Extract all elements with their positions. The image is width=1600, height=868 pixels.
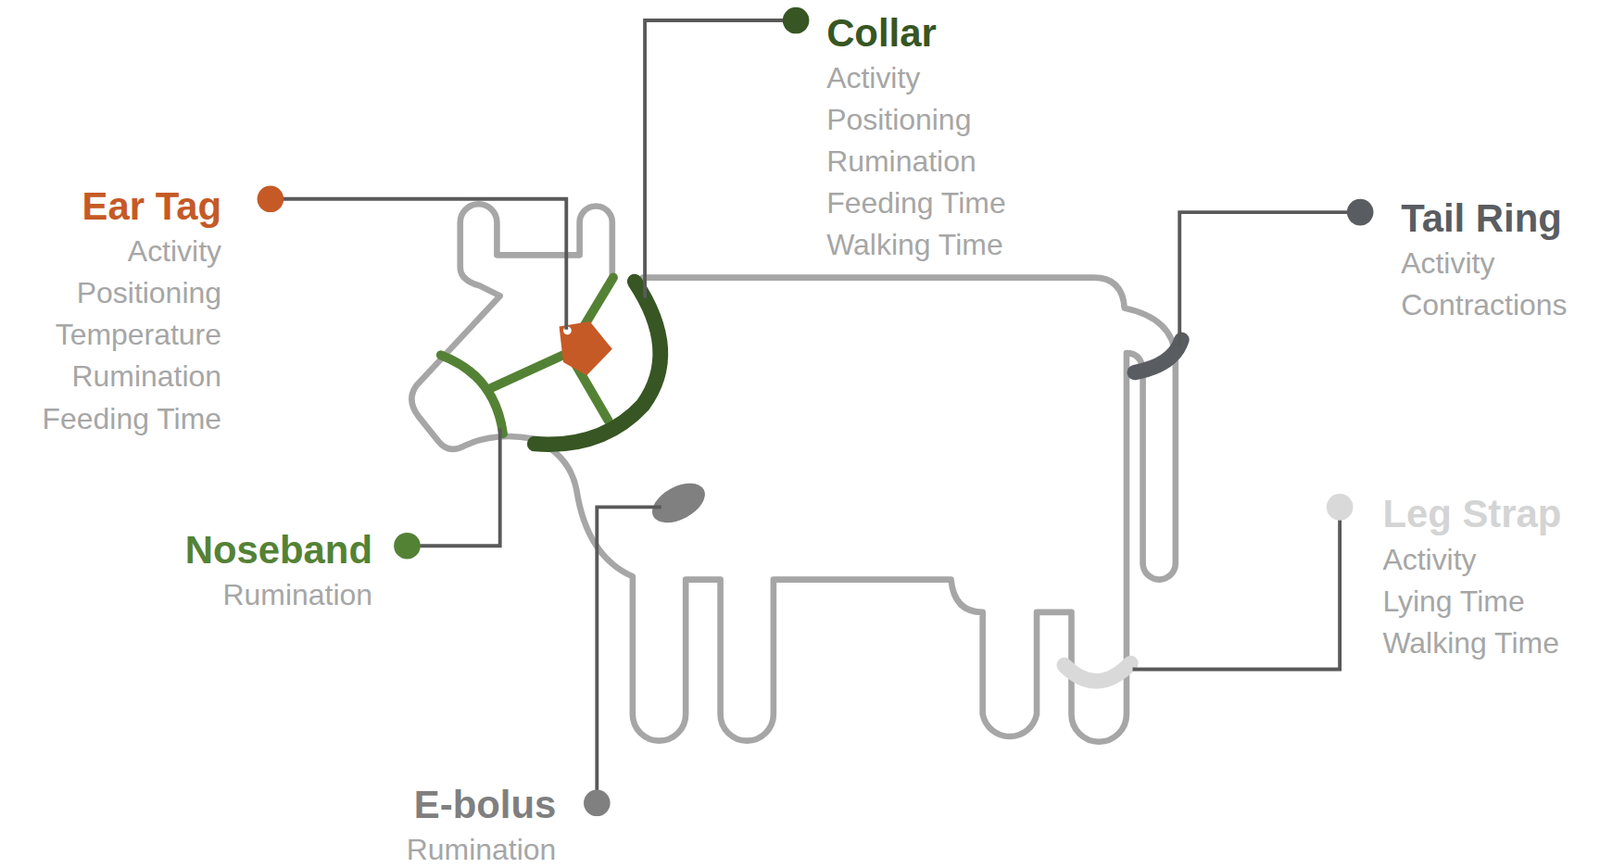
leader-dot — [782, 7, 810, 35]
leader-dot — [257, 185, 285, 213]
callout-heading: Ear Tag — [82, 186, 222, 226]
sensor-metric: Rumination — [826, 147, 977, 177]
leader-line — [406, 428, 500, 547]
sensor-metric: Activity — [1382, 545, 1476, 576]
noseband-strap — [440, 277, 614, 435]
sensor-metric: Walking Time — [1382, 629, 1560, 659]
leader-line — [596, 506, 661, 803]
sensor-metric: Positioning — [76, 278, 222, 309]
sensor-metric: Rumination — [71, 362, 222, 392]
sensor-metric: Feeding Time — [826, 188, 1007, 219]
sensor-metric: Rumination — [406, 836, 557, 867]
cow-body-outline — [532, 277, 1176, 743]
sensor-metric: Temperature — [55, 320, 222, 351]
sensor-metric: Lying Time — [1382, 587, 1525, 618]
sensor-metric: Activity — [1400, 249, 1495, 279]
leader-line — [644, 20, 796, 299]
sensor-metric: Contractions — [1400, 290, 1567, 321]
callout-heading: Tail Ring — [1400, 199, 1563, 239]
callout-heading: Noseband — [185, 530, 373, 570]
leader-dot — [1347, 199, 1374, 227]
leader-line — [1179, 212, 1361, 347]
callout-heading: E-bolus — [414, 785, 556, 825]
collar-band — [534, 281, 661, 445]
callout-heading: Leg Strap — [1382, 494, 1562, 534]
leg-strap-band — [1064, 663, 1132, 681]
sensor-metric: Walking Time — [826, 230, 1004, 261]
leader-dot — [393, 532, 421, 560]
sensor-metric: Rumination — [222, 580, 373, 611]
leader-line — [270, 199, 567, 330]
cow-head-outline — [411, 203, 612, 450]
e-bolus-capsule — [645, 475, 712, 531]
callout-heading: Collar — [826, 12, 937, 52]
leader-dot — [1326, 493, 1354, 521]
leader-dot — [583, 789, 611, 817]
sensor-metric: Positioning — [826, 105, 971, 136]
sensor-metric: Feeding Time — [41, 404, 222, 435]
tail-ring-band — [1134, 340, 1183, 373]
sensor-metric: Activity — [127, 237, 222, 267]
leader-line — [1133, 506, 1341, 669]
sensor-metric: Activity — [826, 63, 920, 94]
